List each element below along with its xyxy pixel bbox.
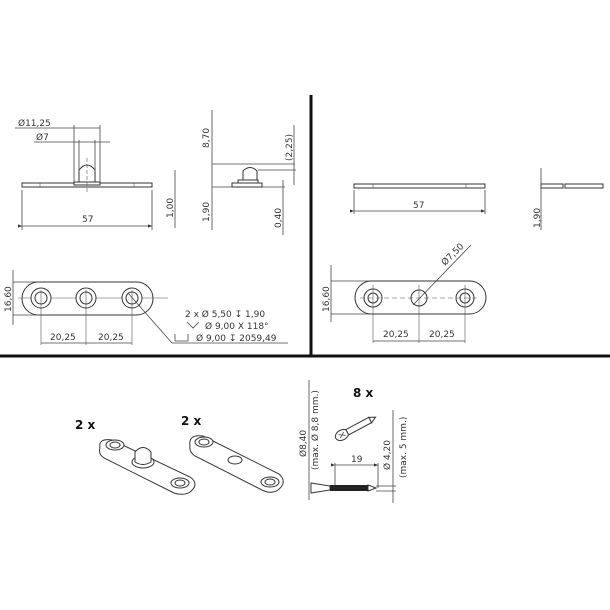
dim-plain-spacing-right: 20,25 — [429, 330, 455, 340]
dim-plain-length: 57 — [413, 201, 424, 211]
top-view-pin-plate: 16,60 20,25 20,25 2 x Ø 5,50 ↧ 1,90 Ø 9,… — [4, 270, 288, 345]
dim-height-total: 8,70 — [202, 128, 212, 148]
qty-pin-plate: 2 x — [75, 418, 96, 432]
dim-plain-width: 16,60 — [322, 286, 332, 312]
dim-spacing-right: 20,25 — [98, 333, 124, 343]
dim-length: 57 — [82, 215, 93, 225]
qty-screw: 8 x — [353, 386, 374, 400]
dim-plate-height: 1,90 — [202, 202, 212, 222]
dim-screw-length: 19 — [351, 455, 363, 465]
dim-dia-inner: Ø7 — [36, 132, 49, 143]
dim-screw-shank-max: (max. 5 mm.) — [399, 417, 409, 478]
hole-note-line2: Ø 9,00 X 118° — [205, 321, 269, 332]
dim-pin-ref: (2,25) — [285, 134, 295, 161]
dim-step: 0,40 — [274, 208, 284, 228]
side-view-plain-plate: 57 1,90 — [350, 168, 604, 230]
iso-pin-plate: 2 x — [75, 418, 196, 495]
screw-detail: 8 x Ø8,40 (max. Ø 8,8 mm.) 19 Ø 4,20 (ma… — [298, 380, 409, 503]
dim-plain-spacing-left: 20,25 — [383, 330, 409, 340]
top-view-plain-plate: Ø7,50 16,60 20,25 20,25 — [322, 241, 487, 343]
dim-dia-outer: Ø11,25 — [18, 118, 51, 129]
dim-width: 16,60 — [4, 286, 14, 312]
dim-plain-thickness: 1,90 — [533, 208, 543, 228]
iso-plain-plate: 2 x — [181, 414, 284, 493]
qty-plain-plate: 2 x — [181, 414, 202, 428]
front-view-pin-plate: 8,70 1,90 (2,25) 0,40 — [202, 110, 296, 235]
hole-note-line3: Ø 9,00 ↧ 2059,49 — [196, 333, 277, 344]
side-view-pin-plate: Ø11,25 Ø7 57 1,00 — [15, 118, 176, 230]
hole-note-line1: 2 x Ø 5,50 ↧ 1,90 — [185, 309, 265, 320]
dim-screw-shank: Ø 4,20 — [382, 440, 393, 470]
dim-screw-head: Ø8,40 — [298, 430, 309, 457]
dim-screw-head-max: (max. Ø 8,8 mm.) — [310, 390, 321, 470]
dim-thickness: 1,00 — [166, 198, 176, 218]
dim-spacing-left: 20,25 — [50, 333, 76, 343]
